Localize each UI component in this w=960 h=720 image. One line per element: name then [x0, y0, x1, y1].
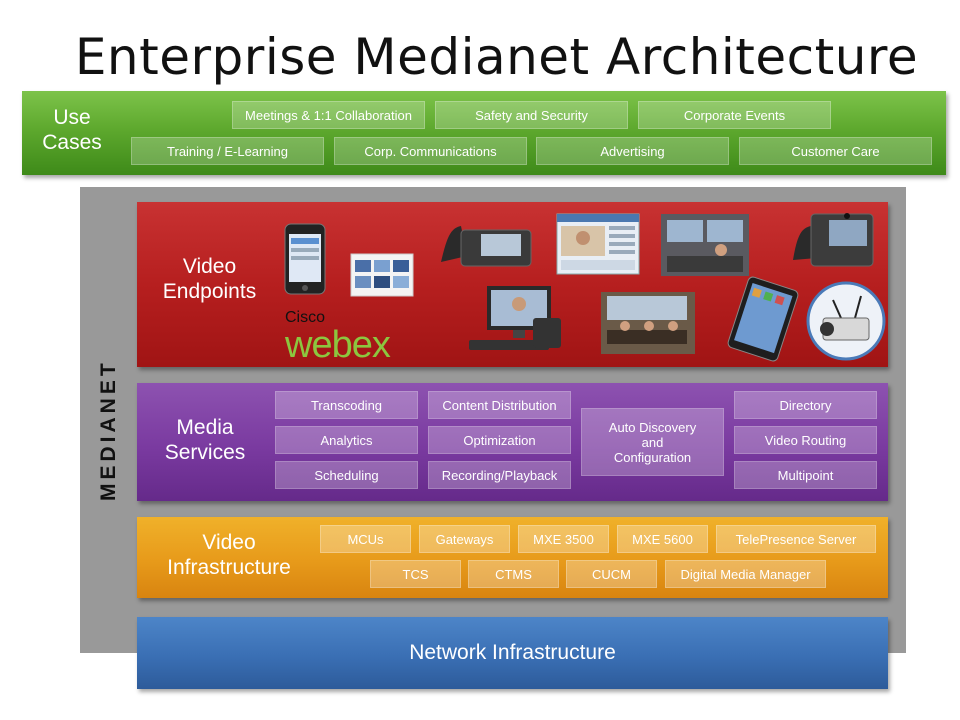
use-case-training: Training / E-Learning — [131, 137, 324, 165]
use-case-advertising: Advertising — [536, 137, 729, 165]
use-case-customer-care: Customer Care — [739, 137, 932, 165]
service-content-distribution: Content Distribution — [428, 391, 571, 419]
video-endpoints-label-line2: Endpoints — [162, 280, 257, 303]
service-optimization: Optimization — [428, 426, 571, 454]
infra-mcus: MCUs — [320, 525, 411, 553]
use-cases-label-line2: Cases — [42, 131, 102, 154]
use-case-meetings: Meetings & 1:1 Collaboration — [232, 101, 425, 129]
desktop-video-system-icon — [469, 286, 561, 350]
media-services-layer: Media Services Transcoding Analytics Sch… — [137, 383, 888, 501]
conference-room-icon — [601, 292, 695, 354]
service-directory: Directory — [734, 391, 877, 419]
video-infrastructure-layer: Video Infrastructure MCUs Gateways MXE 3… — [137, 517, 888, 598]
tablet-icon — [727, 276, 799, 362]
smartphone-icon — [284, 223, 326, 295]
service-transcoding: Transcoding — [275, 391, 418, 419]
video-chat-screen-icon — [556, 213, 640, 275]
video-endpoints-label: Video Endpoints — [137, 254, 282, 304]
infra-mxe-3500: MXE 3500 — [518, 525, 609, 553]
use-case-safety: Safety and Security — [435, 101, 628, 129]
webex-logo-word: webex — [285, 324, 391, 366]
webex-logo-cisco: Cisco — [285, 309, 326, 326]
infra-cucm: CUCM — [566, 560, 657, 588]
service-auto-discovery-line2: and — [641, 434, 664, 450]
infra-tcs: TCS — [370, 560, 461, 588]
infra-telepresence-server: TelePresence Server — [716, 525, 876, 553]
infra-gateways: Gateways — [419, 525, 510, 553]
network-infrastructure-layer: Network Infrastructure — [137, 617, 888, 689]
use-case-corp-communications: Corp. Communications — [334, 137, 527, 165]
use-cases-label-line1: Use — [53, 106, 91, 129]
use-cases-label: Use Cases — [36, 105, 108, 155]
video-endpoints-label-line1: Video — [182, 255, 237, 278]
media-services-label-line2: Services — [164, 441, 246, 464]
service-recording-playback: Recording/Playback — [428, 461, 571, 489]
service-auto-discovery: Auto Discovery and Configuration — [581, 408, 724, 476]
service-analytics: Analytics — [275, 426, 418, 454]
video-infrastructure-label: Video Infrastructure — [147, 530, 311, 580]
service-auto-discovery-line3: Configuration — [613, 449, 692, 465]
service-video-routing: Video Routing — [734, 426, 877, 454]
service-auto-discovery-line1: Auto Discovery — [608, 419, 697, 435]
infra-ctms: CTMS — [468, 560, 559, 588]
infra-mxe-5600: MXE 5600 — [617, 525, 708, 553]
medianet-label: MEDIANET — [97, 359, 120, 501]
network-infrastructure-label: Network Infrastructure — [409, 641, 616, 664]
infra-digital-media-manager: Digital Media Manager — [665, 560, 826, 588]
video-infrastructure-label-line2: Infrastructure — [167, 556, 291, 579]
service-multipoint: Multipoint — [734, 461, 877, 489]
page-title: Enterprise Medianet Architecture — [74, 28, 919, 86]
video-endpoints-layer: Video Endpoints — [137, 202, 888, 367]
media-services-label-line1: Media — [176, 416, 234, 439]
use-cases-band: Use Cases Meetings & 1:1 Collaboration S… — [22, 91, 946, 175]
telepresence-room-icon — [661, 214, 749, 276]
video-phone-icon — [793, 213, 874, 267]
webex-logo: Cisco webex — [285, 309, 391, 366]
screen-collage-icon — [350, 253, 414, 297]
ip-camera-icon — [806, 281, 886, 361]
use-case-corporate-events: Corporate Events — [638, 101, 831, 129]
service-scheduling: Scheduling — [275, 461, 418, 489]
video-infrastructure-label-line1: Video — [202, 531, 256, 554]
media-services-label: Media Services — [137, 415, 273, 465]
desk-phone-icon — [441, 226, 532, 267]
